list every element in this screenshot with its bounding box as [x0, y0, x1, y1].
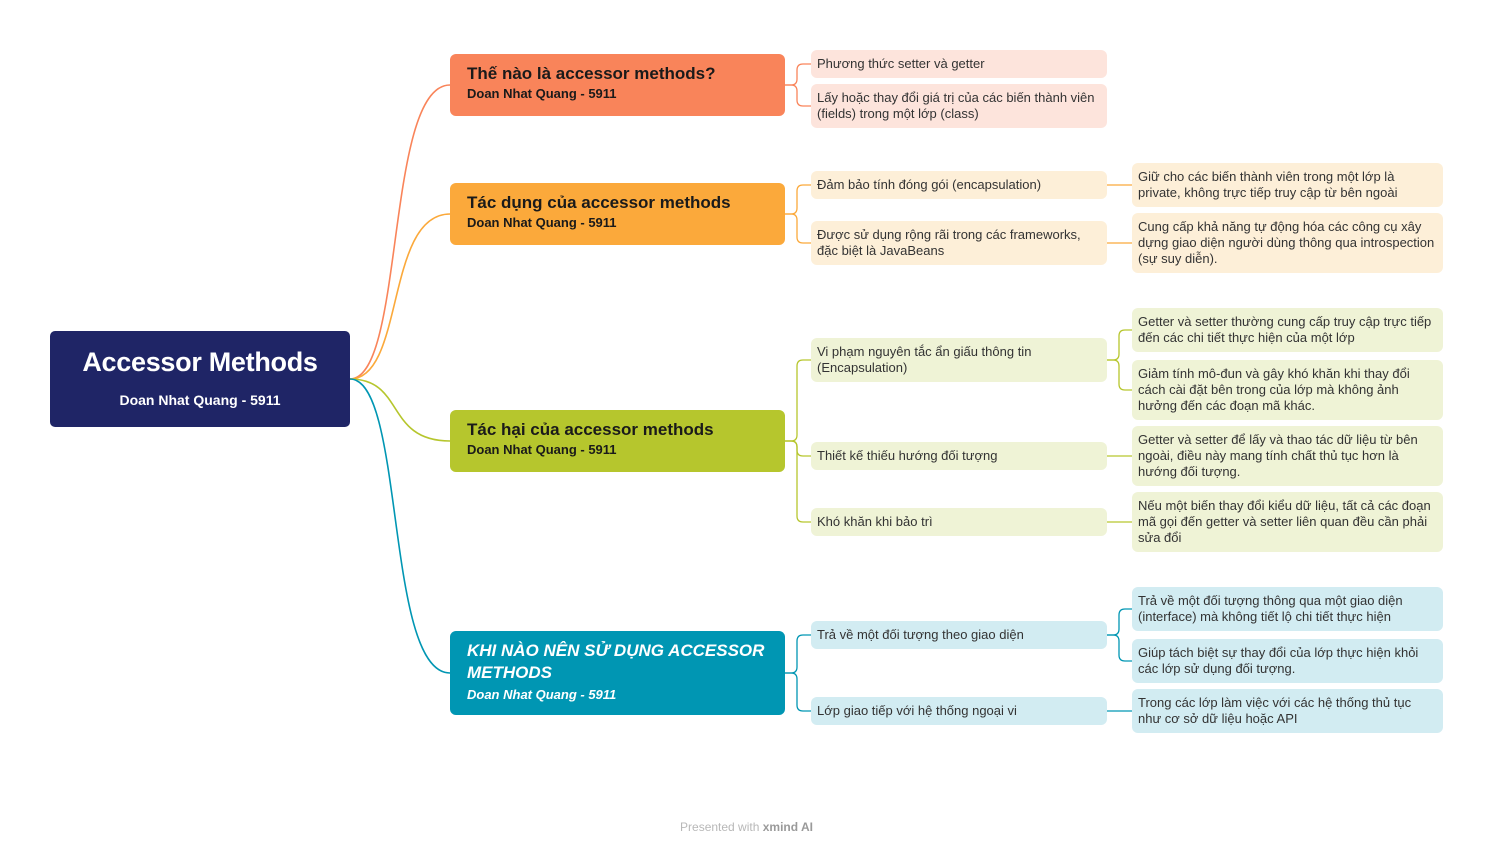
sub-connector: [785, 84, 811, 107]
sub-connector: [1107, 634, 1132, 662]
leaf-direct-access[interactable]: Getter và setter thường cung cấp truy cậ…: [1132, 308, 1443, 352]
branch-subtitle: Doan Nhat Quang - 5911: [467, 86, 617, 101]
footer-credit: Presented with xmind AI: [0, 820, 1493, 834]
branch-title: Tác dụng của accessor methods: [467, 193, 731, 212]
sub-connector: [785, 672, 811, 712]
branch-subtitle: Doan Nhat Quang - 5911: [467, 215, 617, 230]
branch-drawbacks[interactable]: Tác hại của accessor methods Doan Nhat Q…: [450, 410, 785, 472]
sub-connector: [785, 359, 811, 442]
leaf-decouple[interactable]: Giúp tách biệt sự thay đổi của lớp thực …: [1132, 639, 1443, 683]
branch-subtitle: Doan Nhat Quang - 5911: [467, 687, 617, 702]
footer-brand: xmind AI: [762, 820, 813, 834]
branch-title: KHI NÀO NÊN SỬ DỤNG ACCESSOR METHODS: [467, 641, 765, 682]
sub-connector: [785, 213, 811, 244]
leaf-get-set-fields[interactable]: Lấy hoặc thay đổi giá trị của các biến t…: [811, 84, 1107, 128]
branch-connector: [349, 378, 451, 674]
leaf-external-systems[interactable]: Lớp giao tiếp với hệ thống ngoại vi: [811, 697, 1107, 725]
leaf-setter-getter[interactable]: Phương thức setter và getter: [811, 50, 1107, 78]
leaf-database-api[interactable]: Trong các lớp làm việc với các hệ thống …: [1132, 689, 1443, 733]
branch-benefits[interactable]: Tác dụng của accessor methods Doan Nhat …: [450, 183, 785, 245]
footer-prefix: Presented with: [680, 820, 760, 834]
root-title: Accessor Methods: [82, 347, 318, 377]
sub-connector: [1107, 329, 1132, 361]
branch-title: Thế nào là accessor methods?: [467, 64, 716, 83]
branch-when-to-use[interactable]: KHI NÀO NÊN SỬ DỤNG ACCESSOR METHODS Doa…: [450, 631, 785, 715]
sub-connector: [785, 184, 811, 215]
leaf-hide-details[interactable]: Trả về một đối tượng thông qua một giao …: [1132, 587, 1443, 631]
sub-connector: [785, 63, 811, 86]
leaf-introspection[interactable]: Cung cấp khả năng tự động hóa các công c…: [1132, 213, 1443, 273]
branch-connector: [349, 378, 451, 442]
branch-connector: [349, 213, 451, 380]
leaf-encapsulation[interactable]: Đảm bảo tính đóng gói (encapsulation): [811, 171, 1107, 199]
branch-what-are-accessor-methods[interactable]: Thế nào là accessor methods? Doan Nhat Q…: [450, 54, 785, 116]
leaf-maintenance[interactable]: Khó khăn khi bảo trì: [811, 508, 1107, 536]
branch-title: Tác hại của accessor methods: [467, 420, 714, 439]
root-topic[interactable]: Accessor Methods Doan Nhat Quang - 5911: [50, 331, 350, 427]
leaf-modularity[interactable]: Giảm tính mô-đun và gây khó khăn khi tha…: [1132, 360, 1443, 420]
sub-connector: [1107, 608, 1132, 636]
leaf-frameworks[interactable]: Được sử dụng rộng rãi trong các framewor…: [811, 221, 1107, 265]
leaf-private-fields[interactable]: Giữ cho các biến thành viên trong một lớ…: [1132, 163, 1443, 207]
leaf-return-interface[interactable]: Trả về một đối tượng theo giao diện: [811, 621, 1107, 649]
leaf-type-change[interactable]: Nếu một biến thay đổi kiểu dữ liệu, tất …: [1132, 492, 1443, 552]
branch-subtitle: Doan Nhat Quang - 5911: [467, 442, 617, 457]
root-subtitle: Doan Nhat Quang - 5911: [119, 392, 281, 408]
sub-connector: [785, 634, 811, 674]
leaf-not-oo[interactable]: Thiết kế thiếu hướng đối tượng: [811, 442, 1107, 470]
leaf-info-hiding[interactable]: Vi phạm nguyên tắc ẩn giấu thông tin (En…: [811, 338, 1107, 382]
sub-connector: [1107, 359, 1132, 391]
sub-connector: [785, 440, 811, 457]
branch-connector: [349, 84, 451, 380]
sub-connector: [785, 440, 811, 523]
leaf-procedural[interactable]: Getter và setter để lấy và thao tác dữ l…: [1132, 426, 1443, 486]
